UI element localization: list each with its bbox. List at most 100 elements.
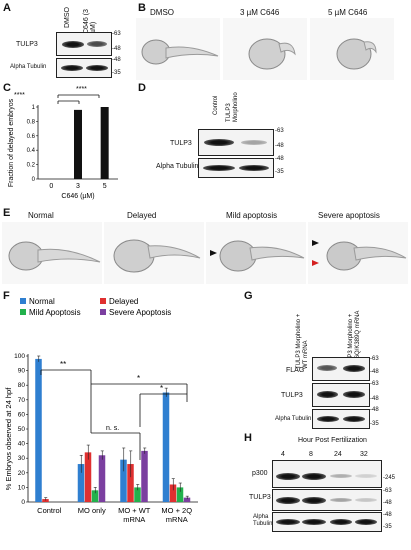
f-bar xyxy=(183,497,191,502)
panel-a-letter: A xyxy=(3,2,11,14)
panel-e-letter: E xyxy=(3,207,11,219)
f-y-tick-label: 0 xyxy=(21,499,25,506)
f-bar xyxy=(141,450,148,502)
sig-c-2: **** xyxy=(76,86,87,93)
panel-h-letter: H xyxy=(244,432,252,444)
f-bar xyxy=(42,499,49,502)
panel-g-marker-6: -35 xyxy=(370,421,379,427)
panel-d-marker-3: -48 xyxy=(275,156,284,162)
f-y-tick-label: 70 xyxy=(18,397,26,404)
panel-g-lane-wt: TULP3 Morpholino + WT mRNA xyxy=(296,313,309,369)
c-y-tick-label: 0.6 xyxy=(27,134,36,140)
panel-a-marker-3: -48 xyxy=(112,57,121,63)
panel-g-blot-tulp3 xyxy=(312,383,370,407)
panel-a-blot-tubulin xyxy=(56,58,112,78)
panel-g-row-tulp3: TULP3 xyxy=(281,392,303,399)
panel-d-letter: D xyxy=(138,82,146,94)
f-y-tick-label: 40 xyxy=(18,441,26,448)
panel-b-label-3um: 3 µM C646 xyxy=(240,8,280,17)
embryo-5um-image xyxy=(336,38,377,70)
panel-d-row-tubulin: Alpha Tubulin xyxy=(156,163,199,170)
panel-h-hour-24: 24 xyxy=(334,451,342,458)
panel-g-row-tubulin: Alpha Tubulin xyxy=(275,416,312,422)
f-y-tick-label: 30 xyxy=(18,455,26,462)
f-y-tick-label: 100 xyxy=(14,353,25,360)
panel-h-marker-4: -48 xyxy=(383,512,392,518)
panel-e-image-severe xyxy=(308,222,408,284)
c-x-tick-label: 5 xyxy=(103,183,107,190)
panel-g-row-flag: FLAG xyxy=(286,367,305,374)
panel-e-label-mild: Mild apoptosis xyxy=(226,211,278,220)
panel-a-row-tulp3: TULP3 xyxy=(16,41,38,48)
c-x-label: C646 (µM) xyxy=(61,193,94,200)
f-bar xyxy=(134,487,141,502)
f-legend-label: Normal xyxy=(29,297,55,306)
embryo-dmso-image xyxy=(141,39,219,65)
c-bar xyxy=(74,109,82,179)
c-y-label: Fraction of delayed embryos xyxy=(8,98,15,187)
panel-h-marker-3: -48 xyxy=(383,500,392,506)
sig-c-1: **** xyxy=(14,92,25,99)
panel-h-blot-tubulin xyxy=(272,512,382,532)
panel-g-marker-5: -48 xyxy=(370,407,379,413)
panel-g-marker-3: -63 xyxy=(370,381,379,387)
f-bar xyxy=(127,464,134,502)
panel-g-blot-tubulin xyxy=(312,409,370,429)
f-x-tick-label: MO only xyxy=(78,506,106,515)
panel-d-lane-mo: TULP3 Morpholino xyxy=(226,92,239,122)
f-y-tick-label: 50 xyxy=(18,426,26,433)
panel-g-blot-flag xyxy=(312,357,370,381)
c-x-tick-label: 0 xyxy=(49,183,53,190)
f-legend-swatch xyxy=(100,298,106,304)
f-x-tick-label: MO + WT xyxy=(118,506,151,515)
panel-h-row-tubulin: Alpha Tubulin xyxy=(253,514,273,527)
panel-b-image-3um xyxy=(223,18,307,80)
panel-h-marker-2: -63 xyxy=(383,488,392,494)
panel-d-marker-4: -35 xyxy=(275,169,284,175)
panel-a-lane-c646: C646 (3 µM) xyxy=(83,9,97,34)
f-bar xyxy=(162,392,170,502)
panel-h-blot-p300 xyxy=(272,460,382,488)
panel-b-label-dmso: DMSO xyxy=(150,8,174,17)
f-bar xyxy=(98,455,106,502)
panel-h-marker-5: -35 xyxy=(383,524,392,530)
sig-f-control: ** xyxy=(60,360,66,369)
c-y-tick-label: 0.2 xyxy=(27,163,36,169)
panel-a-lane-dmso: DMSO xyxy=(64,7,71,28)
c-y-tick-label: 0 xyxy=(32,177,36,183)
panel-g-marker-2: -48 xyxy=(370,369,379,375)
f-y-tick-label: 20 xyxy=(18,470,26,477)
sig-f-ns: n. s. xyxy=(106,425,119,432)
panel-a-marker-2: -48 xyxy=(112,46,121,52)
panel-b-image-dmso xyxy=(136,18,220,80)
f-legend-swatch xyxy=(20,309,26,315)
panel-d-marker-2: -48 xyxy=(275,143,284,149)
panel-d-row-tulp3: TULP3 xyxy=(170,140,192,147)
c-bar xyxy=(100,107,109,179)
panel-g-letter: G xyxy=(244,290,253,302)
f-x-tick-label: MO + 2Q xyxy=(161,506,192,515)
f-x-tick-label: mRNA xyxy=(166,515,188,524)
f-legend-label: Severe Apoptosis xyxy=(109,308,171,317)
panel-a-marker-1: -63 xyxy=(112,31,121,37)
f-legend-label: Mild Apoptosis xyxy=(29,308,81,317)
panel-f-letter: F xyxy=(3,290,10,302)
f-y-tick-label: 60 xyxy=(18,411,26,418)
panel-a-row-tubulin: Alpha Tubulin xyxy=(10,64,47,70)
arrowhead-red xyxy=(312,260,319,266)
panel-d-lane-control: Control xyxy=(213,95,219,115)
f-y-tick-label: 80 xyxy=(18,382,26,389)
panel-d-blot-tubulin xyxy=(198,158,274,178)
panel-e-image-mild xyxy=(206,222,306,284)
sig-f-star-2: * xyxy=(160,384,163,393)
f-y-tick-label: 90 xyxy=(18,368,26,375)
f-x-tick-label: Control xyxy=(37,506,62,515)
f-bar xyxy=(77,464,85,502)
f-bar xyxy=(176,487,184,502)
f-y-label: % Embryos observed at 24 hpf xyxy=(4,387,13,490)
panel-g-marker-4: -48 xyxy=(370,396,379,402)
f-legend-swatch xyxy=(20,298,26,304)
panel-h-hour-4: 4 xyxy=(281,451,285,458)
panel-c-letter: C xyxy=(3,82,11,94)
